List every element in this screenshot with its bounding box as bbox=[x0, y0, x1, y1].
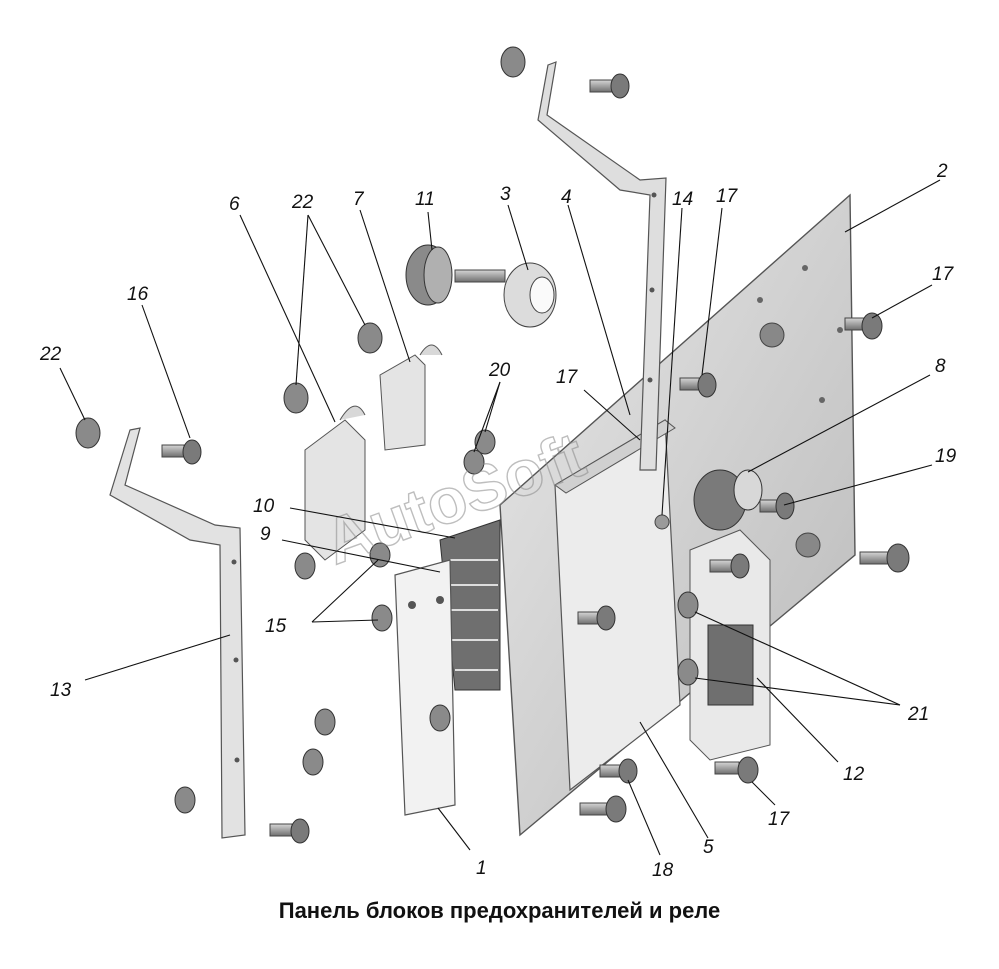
callout-21: 21 bbox=[907, 704, 929, 725]
bolt bbox=[859, 543, 910, 573]
callout-12: 12 bbox=[843, 764, 865, 785]
bolt bbox=[844, 312, 883, 340]
part-8 bbox=[693, 469, 763, 531]
callout-11: 11 bbox=[415, 189, 435, 210]
relay-6 bbox=[304, 405, 366, 561]
bolt bbox=[577, 605, 616, 631]
callout-7: 7 bbox=[353, 189, 365, 210]
bolts bbox=[161, 73, 910, 844]
nut bbox=[174, 786, 196, 814]
bolt bbox=[269, 818, 310, 844]
callout-17c: 17 bbox=[556, 367, 579, 388]
leader-lines bbox=[59, 179, 941, 856]
nut bbox=[463, 449, 485, 475]
callout-16: 16 bbox=[127, 284, 149, 305]
callout-10: 10 bbox=[253, 496, 275, 517]
callout-17b: 17 bbox=[932, 264, 955, 285]
bolt bbox=[714, 756, 759, 784]
nut bbox=[677, 591, 699, 619]
bolt bbox=[759, 492, 795, 520]
relay-12 bbox=[689, 529, 771, 761]
diagram-caption: Панель блоков предохранителей и реле bbox=[278, 898, 721, 923]
part-3 bbox=[503, 262, 557, 328]
nut bbox=[677, 658, 699, 686]
callout-18: 18 bbox=[652, 860, 674, 881]
callout-6: 6 bbox=[229, 194, 240, 215]
bolt bbox=[579, 795, 627, 823]
nut bbox=[357, 322, 383, 354]
relay-7 bbox=[379, 344, 443, 451]
callout-17d: 17 bbox=[768, 809, 791, 830]
callout-9: 9 bbox=[260, 524, 271, 545]
nut bbox=[500, 46, 526, 78]
callout-2: 2 bbox=[936, 161, 948, 182]
callout-4: 4 bbox=[561, 187, 572, 208]
bolt bbox=[599, 758, 638, 784]
bolt bbox=[589, 73, 630, 99]
callout-17a: 17 bbox=[716, 186, 739, 207]
nut bbox=[314, 708, 336, 736]
nut bbox=[283, 382, 309, 414]
callout-13: 13 bbox=[50, 680, 72, 701]
callout-15: 15 bbox=[265, 616, 287, 637]
callout-22a: 22 bbox=[39, 344, 62, 365]
callout-labels: 1 2 3 4 5 6 7 8 9 10 11 12 13 14 15 16 1… bbox=[39, 161, 957, 881]
callout-19: 19 bbox=[935, 446, 957, 467]
bracket-4 bbox=[537, 61, 667, 471]
nut bbox=[294, 552, 316, 580]
part-11 bbox=[405, 244, 506, 306]
nut bbox=[302, 748, 324, 776]
nut bbox=[429, 704, 451, 732]
bolt bbox=[161, 439, 202, 465]
callout-14: 14 bbox=[672, 189, 693, 210]
callout-1: 1 bbox=[476, 858, 487, 879]
callout-22b: 22 bbox=[291, 192, 314, 213]
nuts bbox=[75, 46, 699, 814]
bolt bbox=[709, 553, 750, 579]
callout-8: 8 bbox=[935, 356, 946, 377]
callout-3: 3 bbox=[500, 184, 511, 205]
nut bbox=[75, 417, 101, 449]
bolt bbox=[679, 372, 717, 398]
plate-1 bbox=[394, 559, 456, 816]
callout-20: 20 bbox=[488, 360, 511, 381]
bracket-13 bbox=[109, 427, 246, 839]
callout-5: 5 bbox=[703, 837, 714, 858]
nut bbox=[371, 604, 393, 632]
